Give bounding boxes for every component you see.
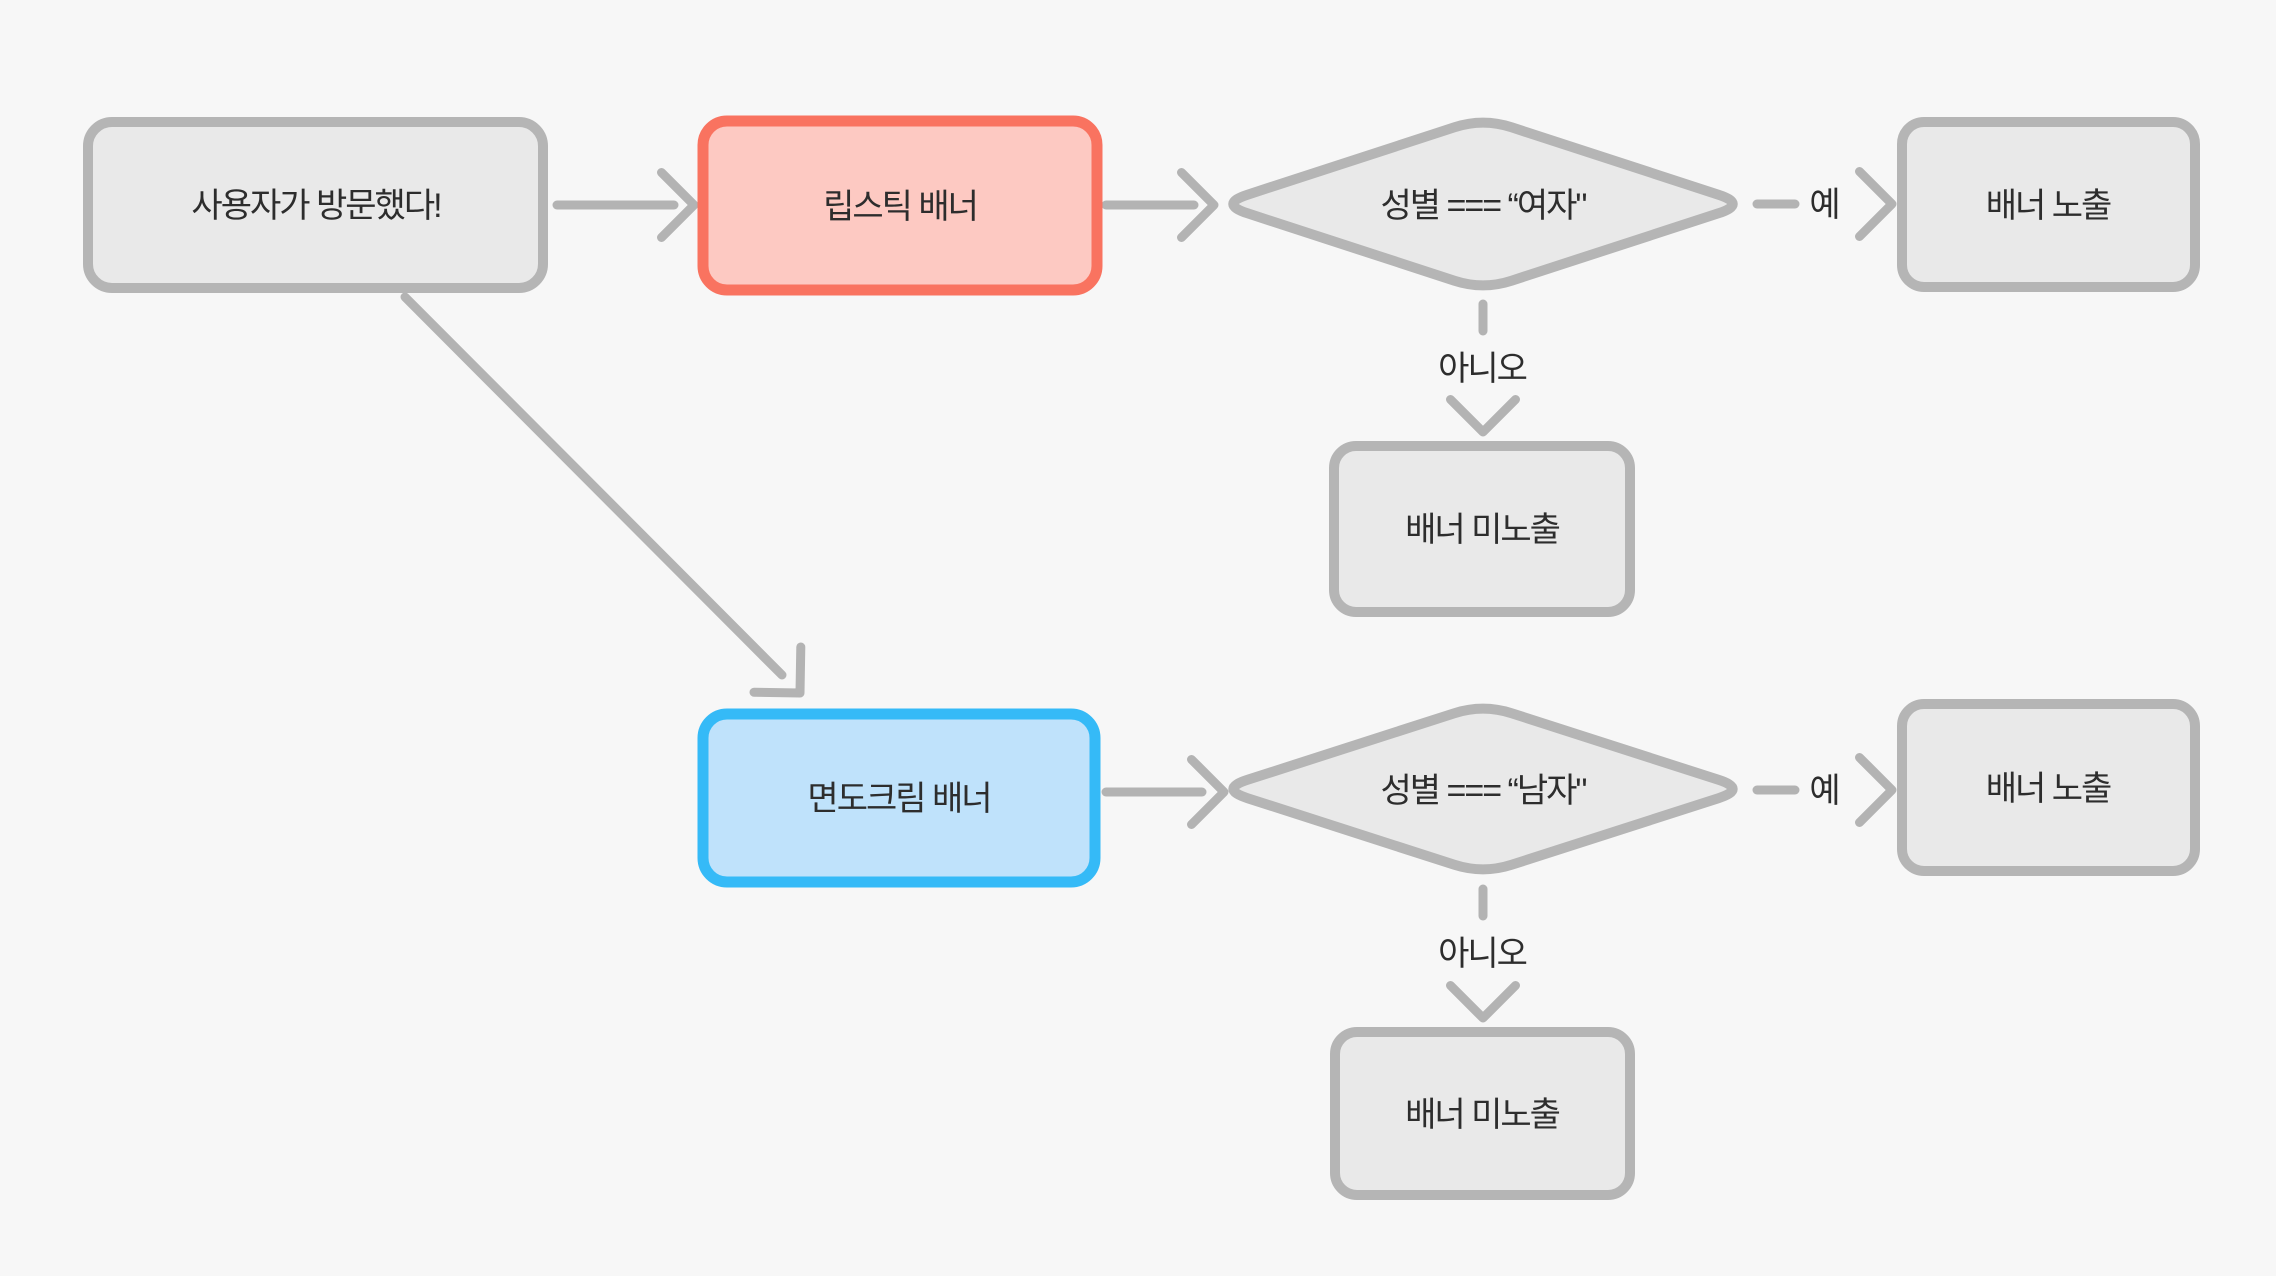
arrowhead-lipstick-to-female-check bbox=[1177, 168, 1219, 242]
node-lipstick-banner: 립스틱 배너 bbox=[697, 115, 1103, 296]
edge-label-yes-male: 예 bbox=[1809, 772, 1838, 810]
arrowhead-start-to-lipstick bbox=[657, 168, 699, 242]
node-banner-hide-male: 배너 미노출 bbox=[1330, 1027, 1635, 1200]
node-banner-hide-female-shape[interactable] bbox=[1329, 441, 1635, 617]
node-female-check-label: 성별 === “여자" bbox=[1381, 187, 1587, 225]
arrowhead-shaving-to-male-check bbox=[1187, 755, 1229, 829]
node-banner-show-male-label: 배너 노출 bbox=[1986, 770, 2111, 808]
node-banner-hide-male-shape[interactable] bbox=[1330, 1027, 1635, 1200]
node-male-check-label: 성별 === “남자" bbox=[1381, 772, 1587, 810]
node-banner-hide-female-label: 배너 미노출 bbox=[1405, 511, 1560, 549]
node-banner-show-female-label: 배너 노출 bbox=[1986, 187, 2111, 225]
edge-label-no-female: 아니오 bbox=[1438, 350, 1527, 388]
node-banner-show-male-shape[interactable] bbox=[1897, 699, 2200, 876]
node-start: 사용자가 방문했다! bbox=[83, 117, 548, 293]
node-start-label: 사용자가 방문했다! bbox=[191, 187, 440, 225]
node-banner-show-male: 배너 노출 bbox=[1897, 699, 2200, 876]
node-banner-show-female: 배너 노출 bbox=[1897, 117, 2200, 292]
arrowhead-female-no bbox=[1446, 395, 1520, 437]
edge-label-yes-female: 예 bbox=[1809, 186, 1838, 224]
node-shaving-banner: 면도크림 배너 bbox=[697, 708, 1101, 888]
node-start-shape[interactable] bbox=[83, 117, 548, 293]
node-male-check-shape[interactable] bbox=[1228, 703, 1738, 875]
node-banner-hide-female: 배너 미노출 bbox=[1329, 441, 1635, 617]
node-banner-hide-male-label: 배너 미노출 bbox=[1405, 1096, 1560, 1134]
node-shaving-banner-shape[interactable] bbox=[697, 708, 1101, 888]
node-lipstick-banner-label: 립스틱 배너 bbox=[823, 188, 977, 226]
edge-start-to-shaving bbox=[400, 292, 787, 680]
node-banner-show-female-shape[interactable] bbox=[1897, 117, 2200, 292]
node-shaving-banner-label: 면도크림 배너 bbox=[807, 780, 990, 818]
edge-label-no-male: 아니오 bbox=[1438, 935, 1527, 973]
arrowhead-male-yes bbox=[1855, 753, 1897, 827]
node-male-check: 성별 === “남자" bbox=[1228, 703, 1738, 875]
arrowhead-male-no bbox=[1446, 981, 1520, 1023]
arrowhead-female-yes bbox=[1855, 167, 1897, 241]
arrowhead-start-to-shaving bbox=[749, 642, 806, 698]
node-female-check: 성별 === “여자" bbox=[1228, 117, 1738, 291]
node-lipstick-banner-shape[interactable] bbox=[697, 115, 1103, 296]
node-female-check-shape[interactable] bbox=[1228, 117, 1738, 291]
